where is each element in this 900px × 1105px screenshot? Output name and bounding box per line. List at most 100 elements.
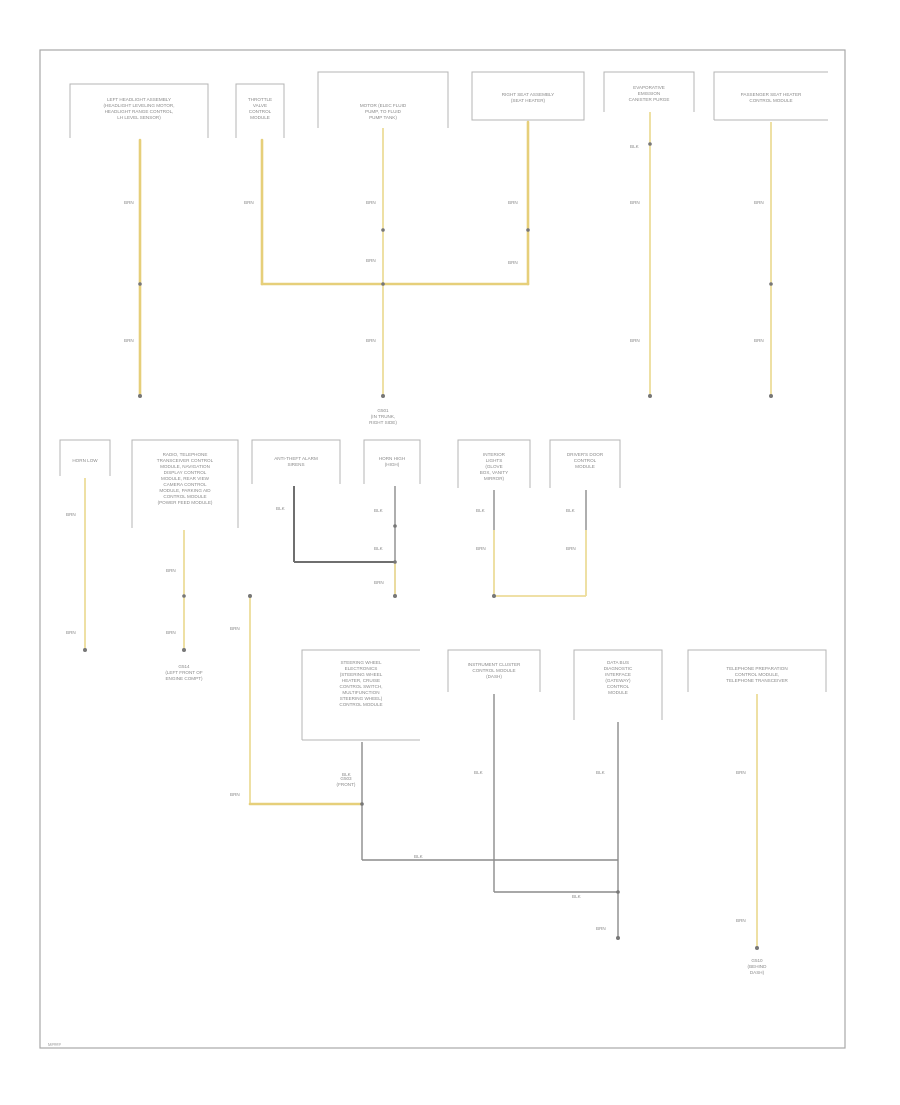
component-horn-low: HORN LOW <box>59 439 111 476</box>
wire-color-label: BRN <box>754 200 764 205</box>
label-line: CONTROL MODULE <box>472 668 515 673</box>
middle-wire-labels: BRN BRN BRN BRN BLK BLK BLK BRN BLK BRN … <box>66 506 576 635</box>
label-line: STEERING WHEEL <box>340 660 382 665</box>
label-line: HEADLIGHT RANGE CONTROL, <box>105 109 174 114</box>
component-throttle-valve: THROTTLE VALVE CONTROL MODULE <box>235 83 285 138</box>
wire-color-label: BLK <box>374 508 384 513</box>
label-line: VALVE <box>253 103 267 108</box>
page-id-label: M#### <box>48 1042 61 1047</box>
wire-color-label: BRN <box>124 338 134 343</box>
label-line: TELEPHONE PREPARATION <box>726 666 787 671</box>
wire-color-label: BRN <box>230 626 240 631</box>
label-line: CONTROL <box>249 109 272 114</box>
component-steering-wheel-electronics: STEERING WHEEL ELECTRONICS (STEERING WHE… <box>301 649 420 741</box>
label-line: MODULE, NAVIGATION <box>160 464 210 469</box>
label-line: HORN LOW <box>72 458 98 463</box>
wire-color-label: BRN <box>754 338 764 343</box>
wire-color-label: BRN <box>230 792 240 797</box>
label-line: PUMP TANK) <box>369 115 397 120</box>
label-line: MULTIFUNCTION <box>342 690 379 695</box>
component-left-headlight: LEFT HEADLIGHT ASSEMBLY (HEADLIGHT LEVEL… <box>69 83 209 138</box>
label-line: CAMERA CONTROL <box>163 482 207 487</box>
component-interior-lights: INTERIOR LIGHTS (GLOVE BOX, VANITY MIRRO… <box>457 439 531 488</box>
ground-label: G510 <box>751 958 763 963</box>
label-line: EMISSION <box>638 91 660 96</box>
component-horn-high: HORN HIGH (HIGH) <box>363 439 421 484</box>
component-data-bus-gateway: DATA BUS DIAGNOSTIC INTERFACE (GATEWAY) … <box>573 649 663 720</box>
wire-color-label: BLK <box>476 508 486 513</box>
label-line: CONTROL SWITCH, <box>340 684 383 689</box>
label-line: MODULE, PARKING AID <box>159 488 211 493</box>
wire-color-label: BRN <box>66 630 76 635</box>
label-line: CONTROL <box>574 458 597 463</box>
label-line: HEATER, CRUISE <box>342 678 380 683</box>
label-line: STEERING WHEEL) <box>340 696 383 701</box>
wire-color-label: BRN <box>736 770 746 775</box>
ground-label: RIGHT SIDE) <box>369 420 397 425</box>
ground-label: (FRONT) <box>337 782 356 787</box>
ground-label: (BEHIND <box>748 964 768 969</box>
wire-color-label: BRN <box>166 568 176 573</box>
component-radio-telephone: RADIO, TELEPHONE TRANSCEIVER CONTROL MOD… <box>131 439 239 528</box>
label-line: PASSENGER SEAT HEATER <box>741 92 802 97</box>
label-line: CONTROL MODULE <box>163 494 206 499</box>
top-wire-labels: BRN BRN BRN BRN BRN BRN BRN BRN BLK BRN … <box>124 144 764 343</box>
label-line: EVAPORATIVE <box>633 85 665 90</box>
wire-color-label: BRN <box>374 580 384 585</box>
label-line: DISPLAY CONTROL <box>164 470 207 475</box>
label-line: SIRENS <box>287 462 304 467</box>
wire-color-label: BLK <box>572 894 582 899</box>
bottom-wires <box>248 594 759 950</box>
label-line: MODULE <box>608 690 628 695</box>
label-line: BOX, VANITY <box>480 470 509 475</box>
component-anti-theft-siren: ANTI-THEFT ALARM SIRENS <box>251 439 341 484</box>
component-drivers-door-module: DRIVER'S DOOR CONTROL MODULE <box>549 439 621 488</box>
label-line: CONTROL MODULE <box>749 98 792 103</box>
bottom-wire-labels: BRN BRN BLK BLK BLK BLK BLK BRN BRN BRN <box>230 626 746 931</box>
label-line: (POWER FEED MODULE) <box>158 500 213 505</box>
label-line: MODULE <box>250 115 270 120</box>
wire-color-label: BLK <box>630 144 640 149</box>
label-line: LIGHTS <box>486 458 503 463</box>
label-line: RADIO, TELEPHONE <box>163 452 208 457</box>
wire-color-label: BRN <box>124 200 134 205</box>
ground-g514: G514 (LEFT FRONT OF ENGINE COMPT) <box>165 664 203 681</box>
ground-label: G514 <box>178 664 190 669</box>
ground-label: G503 <box>340 776 352 781</box>
ground-label: DASH) <box>750 970 765 975</box>
label-line: TELEPHONE TRANSCEIVER <box>726 678 788 683</box>
ground-label: ENGINE COMPT) <box>165 676 202 681</box>
wire-color-label: BRN <box>508 260 518 265</box>
wire-color-label: BLK <box>414 854 424 859</box>
diagram-frame <box>39 49 846 1049</box>
label-line: INSTRUMENT CLUSTER <box>468 662 521 667</box>
label-line: CONTROL <box>607 684 630 689</box>
component-telephone-preparation: TELEPHONE PREPARATION CONTROL MODULE, TE… <box>687 649 827 692</box>
label-line: LEFT HEADLIGHT ASSEMBLY <box>107 97 171 102</box>
label-line: (DASH) <box>486 674 502 679</box>
component-passenger-seat-heater: PASSENGER SEAT HEATER CONTROL MODULE <box>713 71 828 121</box>
wire-color-label: BRN <box>736 918 746 923</box>
label-line: MOTOR (ELEC FLUID <box>360 103 407 108</box>
label-line: MIRROR) <box>484 476 505 481</box>
label-line: DRIVER'S DOOR <box>567 452 604 457</box>
component-motor-fluid-pump: MOTOR (ELEC FLUID PUMP, TO FLUID PUMP TA… <box>317 71 449 128</box>
label-line: INTERFACE <box>605 672 631 677</box>
wire-color-label: BRN <box>630 338 640 343</box>
wire-color-label: BLK <box>276 506 286 511</box>
wire-color-label: BLK <box>566 508 576 513</box>
label-line: INTERIOR <box>483 452 506 457</box>
label-line: (HIGH) <box>385 462 400 467</box>
top-wires <box>138 112 773 398</box>
wire-color-label: BRN <box>366 338 376 343</box>
label-line: CANISTER PURGE <box>629 97 670 102</box>
label-line: RIGHT SEAT ASSEMBLY <box>502 92 555 97</box>
label-line: TRANSCEIVER CONTROL <box>157 458 214 463</box>
wire-color-label: BRN <box>508 200 518 205</box>
wire-color-label: BLK <box>374 546 384 551</box>
label-line: THROTTLE <box>248 97 272 102</box>
label-line: MODULE <box>575 464 595 469</box>
wire-color-label: BRN <box>596 926 606 931</box>
wire-color-label: BLK <box>342 772 352 777</box>
